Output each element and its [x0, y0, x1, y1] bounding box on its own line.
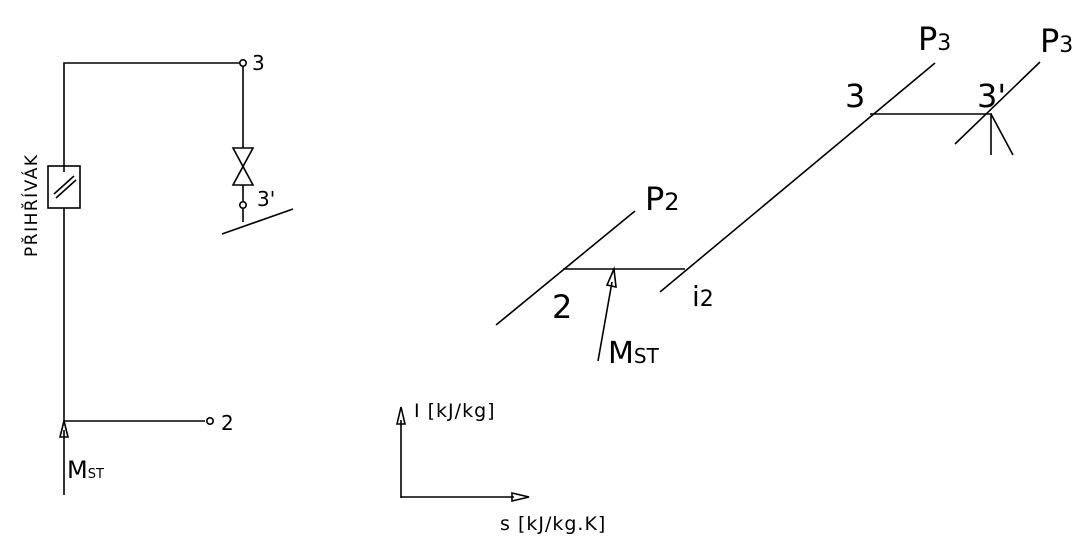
pressure-tick	[221, 208, 294, 235]
is-p3-right-label: P3	[1040, 22, 1073, 60]
inflow-arrowhead	[58, 420, 70, 438]
is-p3-left-label: P3	[918, 20, 951, 58]
is-p3-right-sub: 3	[1059, 33, 1073, 58]
throttle-valve-icon	[231, 147, 255, 186]
is-point-2-label: 2	[552, 288, 572, 326]
is-p3-left-main: P	[918, 20, 937, 58]
axes	[395, 406, 530, 503]
is-flow-label: MST	[608, 336, 660, 371]
scheme-flow-label: MST	[67, 456, 104, 484]
pipe-loop	[63, 62, 240, 422]
node-2-dot	[206, 416, 215, 425]
node-3-dot	[239, 58, 248, 67]
point-3prime-d	[990, 113, 1014, 156]
is-p3-left-sub: 3	[937, 31, 951, 56]
heater-divider-1	[53, 175, 75, 195]
flow-arrowhead	[605, 265, 617, 289]
isobar-p3-right	[954, 61, 1041, 145]
is-i2-label: i2	[692, 280, 714, 313]
is-i2-main: i	[692, 280, 700, 313]
scheme-flow-label-main: M	[67, 456, 88, 484]
is-i2-sub: 2	[700, 287, 714, 312]
heater-box	[47, 165, 81, 209]
x-axis-arrowhead	[511, 491, 530, 503]
reheater-schematic	[47, 58, 294, 495]
scheme-node-2-label: 2	[221, 411, 234, 435]
scheme-flow-label-sub: ST	[88, 467, 104, 482]
scheme-node-3prime-label: 3'	[257, 187, 275, 211]
heater-divider-2	[55, 179, 77, 199]
is-p2-main: P	[645, 180, 664, 218]
is-p3-right-main: P	[1040, 22, 1059, 60]
is-p2-label: P2	[645, 180, 680, 218]
is-flow-label-main: M	[608, 336, 634, 371]
flow-arrow-shaft	[597, 281, 613, 362]
scheme-node-3-label: 3	[252, 51, 265, 75]
y-axis-label: I [kJ/kg]	[414, 400, 496, 422]
is-point-3prime-label: 3'	[977, 77, 1006, 115]
isobar-p2	[495, 210, 636, 326]
is-p2-sub: 2	[664, 188, 679, 216]
x-axis-label: s [kJ/kg.K]	[500, 513, 606, 535]
is-flow-label-sub: ST	[634, 344, 660, 368]
node-3prime-dot	[239, 201, 248, 210]
isobar-p3-left	[659, 62, 936, 293]
heater-label: PŘIHŘÍVÁK	[20, 153, 42, 257]
y-axis-arrowhead	[395, 406, 407, 425]
is-point-3-label: 3	[845, 77, 865, 115]
is-diagram	[495, 61, 1041, 362]
